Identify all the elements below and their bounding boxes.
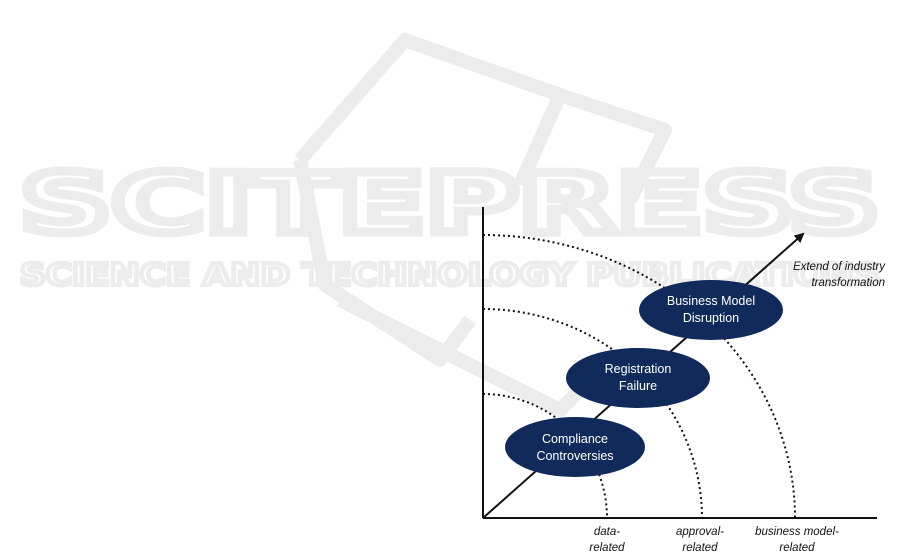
ellipse-business-model-disruption: Business Model Disruption (639, 280, 783, 340)
category-data-related-line1: data- (594, 526, 620, 538)
category-business-model-related-line1: business model- (755, 526, 839, 538)
arc-approval-related (483, 309, 702, 518)
category-business-model-related-line2: related (779, 542, 815, 554)
ellipse-compliance-controversies: Compliance Controversies (505, 417, 645, 477)
ellipse-label-line1: Registration (605, 362, 672, 376)
category-approval-related-line1: approval- (676, 526, 724, 538)
arrow-label-line2: transformation (811, 277, 885, 289)
ellipse-label-line2: Disruption (683, 311, 739, 325)
arrow-label-line1: Extend of industry (793, 261, 886, 273)
ellipse-label-line2: Failure (619, 379, 657, 393)
category-data-related-line2: related (589, 542, 625, 554)
ellipse-label-line2: Controversies (536, 449, 613, 463)
ellipse-registration-failure: Registration Failure (566, 348, 710, 408)
category-approval-related-line2: related (682, 542, 718, 554)
ellipse-label-line1: Business Model (667, 294, 755, 308)
ellipse-label-line1: Compliance (542, 432, 608, 446)
